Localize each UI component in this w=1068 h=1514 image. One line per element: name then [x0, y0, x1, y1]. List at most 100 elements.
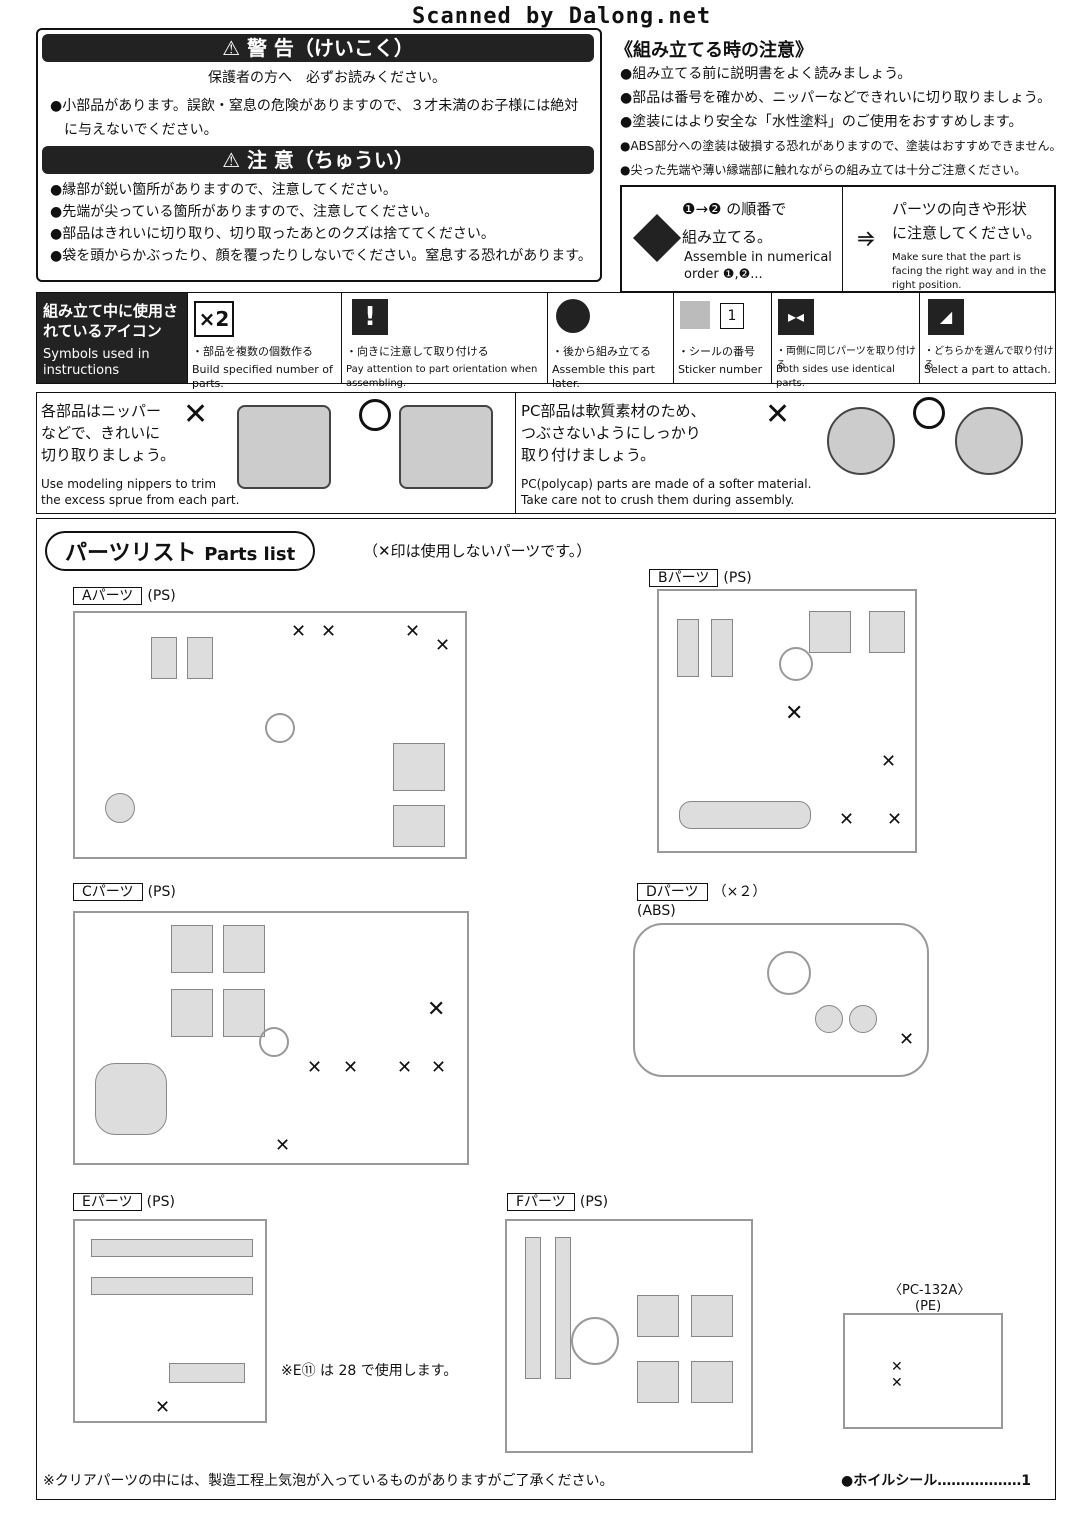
- part-b: [711, 619, 733, 677]
- pc-label: 〈PC-132A〉: [889, 1283, 971, 1298]
- unused-mark: ✕: [155, 1397, 171, 1418]
- part-c: [223, 989, 265, 1037]
- runner-material: (PS): [146, 1194, 175, 1210]
- direction-jp: に注意してください。: [892, 224, 1042, 242]
- part-b: [869, 611, 905, 653]
- icon-en: Build specified number of parts.: [192, 363, 333, 390]
- sticker-icon: [680, 301, 710, 329]
- divider: [515, 393, 516, 513]
- notice-line: ●ABS部分への塗装は破損する恐れがありますので、塗装はおすすめできません。: [620, 139, 1062, 153]
- notice-line: ●尖った先端や薄い縁端部に触れながらの組み立ては十分ご注意ください。: [620, 163, 1027, 177]
- part-a: [151, 637, 177, 679]
- runner-a-label: Aパーツ (PS): [73, 585, 176, 606]
- runner-material: (PS): [579, 1194, 609, 1210]
- runner-label: Dパーツ: [637, 883, 708, 901]
- runner-label: Eパーツ: [73, 1193, 142, 1211]
- unused-mark: ✕: [839, 809, 855, 830]
- footer-note: ※クリアパーツの中には、製造工程上気泡が入っているものがありますがご了承ください…: [43, 1473, 614, 1489]
- runner-label: Bパーツ: [649, 569, 719, 587]
- wrong-icon: ✕: [183, 397, 209, 432]
- unused-mark: ✕: [321, 621, 337, 642]
- pc-tip-en: PC(polycap) parts are made of a softer m…: [521, 477, 812, 491]
- unused-mark: ✕: [343, 1057, 359, 1078]
- sticker-number-icon: 1: [720, 303, 744, 329]
- runner-c-frame: ✕ ✕ ✕ ✕ ✕ ✕: [73, 911, 469, 1165]
- runner-material: （×２）: [712, 884, 767, 900]
- part-f: [555, 1237, 571, 1379]
- caution-line: ●先端が尖っている箇所がありますので、注意してください。: [50, 204, 439, 220]
- part-e: [91, 1239, 253, 1257]
- part-a: [393, 743, 445, 791]
- warning-title: ⚠ 警 告（けいこく）: [42, 34, 594, 62]
- runner-material: (PS): [147, 588, 176, 604]
- caution-line: ●縁部が鋭い箇所がありますので、注意してください。: [50, 182, 397, 198]
- part-c: [95, 1063, 167, 1135]
- part-d: [849, 1005, 877, 1033]
- runner-e-label: Eパーツ (PS): [73, 1191, 175, 1212]
- icon-item: ・後から組み立てる Assemble this part later.: [547, 293, 674, 390]
- part-f: [637, 1295, 679, 1337]
- unused-mark: ✕: [291, 621, 307, 642]
- runner-d-frame: ✕: [633, 923, 929, 1077]
- unused-mark: ✕: [431, 1057, 447, 1078]
- part-a: [105, 793, 135, 823]
- assembly-notice-title: 《組み立てる時の注意》: [615, 40, 813, 61]
- order-jp: ❶→❷ の順番で: [682, 200, 787, 218]
- part-f: [691, 1361, 733, 1403]
- unused-mark: ✕: [435, 635, 451, 656]
- part-e: [91, 1277, 253, 1295]
- part-d: [815, 1005, 843, 1033]
- part-a: [187, 637, 213, 679]
- icon-en: Pay attention to part orientation when a…: [346, 364, 538, 389]
- part-c: [171, 989, 213, 1037]
- unused-mark: ✕: [307, 1057, 323, 1078]
- caution-title: ⚠ 注 意（ちゅうい）: [42, 146, 594, 174]
- nipper-tip-en: the excess sprue from each part.: [41, 493, 240, 507]
- nipper-tip-jp: 各部品はニッパー: [41, 402, 162, 420]
- part-f: [637, 1361, 679, 1403]
- warning-line: 保護者の方へ 必ずお読みください。: [208, 70, 446, 86]
- caution-line: ●部品はきれいに切り取り、切り取ったあとのクズは捨ててください。: [50, 226, 495, 242]
- runner-ring: [571, 1317, 619, 1365]
- order-en: Assemble in numerical order ❶,❷...: [684, 250, 832, 282]
- warning-line: ●小部品があります。誤飲・窒息の危険がありますので、３才未満のお子様には絶対: [50, 98, 579, 114]
- icon-en: Select a part to attach.: [924, 363, 1051, 376]
- icon-legend: 組み立て中に使用されているアイコン Symbols used in instru…: [36, 292, 1056, 390]
- pc-material: (PE): [915, 1299, 942, 1314]
- wrong-icon: ✕: [765, 397, 791, 432]
- part-b: [679, 801, 811, 829]
- unused-mark: ✕: [397, 1057, 413, 1078]
- icon-legend-heading: 組み立て中に使用されているアイコン Symbols used in instru…: [37, 293, 187, 383]
- runner-c-label: Cパーツ (PS): [73, 881, 176, 902]
- runner-material: (PS): [147, 884, 176, 900]
- notice-line: ●塗装にはより安全な「水性塗料」のご使用をおすすめします。: [620, 114, 1023, 130]
- part-a: [393, 805, 445, 847]
- parts-list-title-en: Parts list: [204, 544, 296, 565]
- notice-line: ●組み立てる前に説明書をよく読みましょう。: [620, 66, 912, 82]
- part-f: [525, 1237, 541, 1379]
- unused-mark: ✕: [427, 997, 446, 1022]
- unused-mark: ✕: [891, 1359, 903, 1375]
- unused-mark: ✕: [899, 1029, 915, 1050]
- unused-mark: ✕: [891, 1375, 903, 1391]
- sticker-count: ●ホイルシール………………1: [841, 1473, 1031, 1489]
- scanned-watermark: Scanned by Dalong.net: [412, 4, 712, 29]
- icon-heading-jp: 組み立て中に使用されているアイコン: [43, 302, 179, 340]
- runner-material: (PS): [723, 570, 752, 586]
- parts-list-note: （✕印は使用しないパーツです。）: [363, 542, 592, 560]
- part-b: [809, 611, 851, 653]
- part-c: [223, 925, 265, 973]
- polycap-illustration: [955, 407, 1023, 475]
- pc-tip-jp: 取り付けましょう。: [521, 446, 656, 464]
- runner-e-frame: ✕: [73, 1219, 267, 1423]
- divider: [842, 187, 843, 291]
- part-c: [171, 925, 213, 973]
- runner-a-frame: ✕ ✕ ✕ ✕: [73, 611, 467, 859]
- tips-box: 各部品はニッパー などで、きれいに 切り取りましょう。 Use modeling…: [36, 392, 1056, 514]
- unused-mark: ✕: [785, 701, 804, 726]
- icon-jp: ・部品を複数の個数作る: [192, 345, 313, 358]
- icon-en: Both sides use identical parts.: [776, 364, 895, 389]
- icon-item: 1 ・シールの番号 Sticker number: [673, 293, 772, 383]
- order-jp: 組み立てる。: [682, 228, 773, 246]
- order-diamond-icon: [632, 213, 682, 263]
